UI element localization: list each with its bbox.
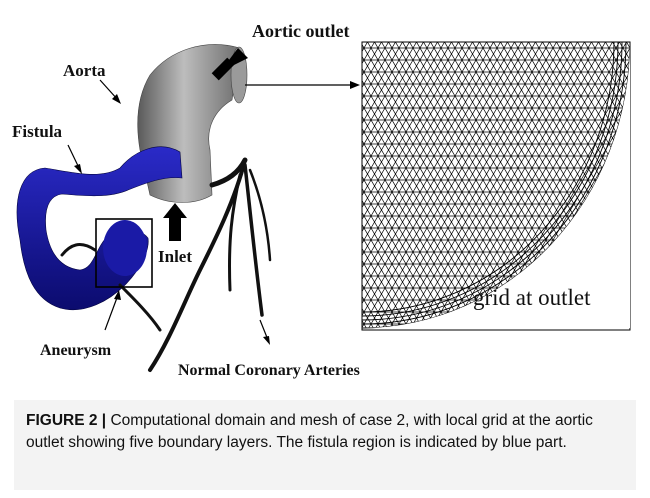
label-normal-coronary: Normal Coronary Arteries xyxy=(178,362,360,379)
label-aneurysm: Aneurysm xyxy=(40,342,112,359)
label-aorta: Aorta xyxy=(63,61,106,80)
figure-caption: FIGURE 2 | Computational domain and mesh… xyxy=(14,400,636,490)
caption-figure-label: FIGURE 2 | xyxy=(26,412,106,429)
figure-panel: Aortic outlet Aorta Fistula Inlet Aneury… xyxy=(0,0,650,390)
fistula-shape xyxy=(17,147,182,310)
label-grid-at-outlet: grid at outlet xyxy=(473,285,591,310)
figure-graphic: Aortic outlet Aorta Fistula Inlet Aneury… xyxy=(0,0,650,390)
label-aortic-outlet: Aortic outlet xyxy=(252,21,349,41)
label-fistula: Fistula xyxy=(12,122,63,141)
label-inlet: Inlet xyxy=(158,247,192,266)
caption-text: Computational domain and mesh of case 2,… xyxy=(26,412,593,451)
